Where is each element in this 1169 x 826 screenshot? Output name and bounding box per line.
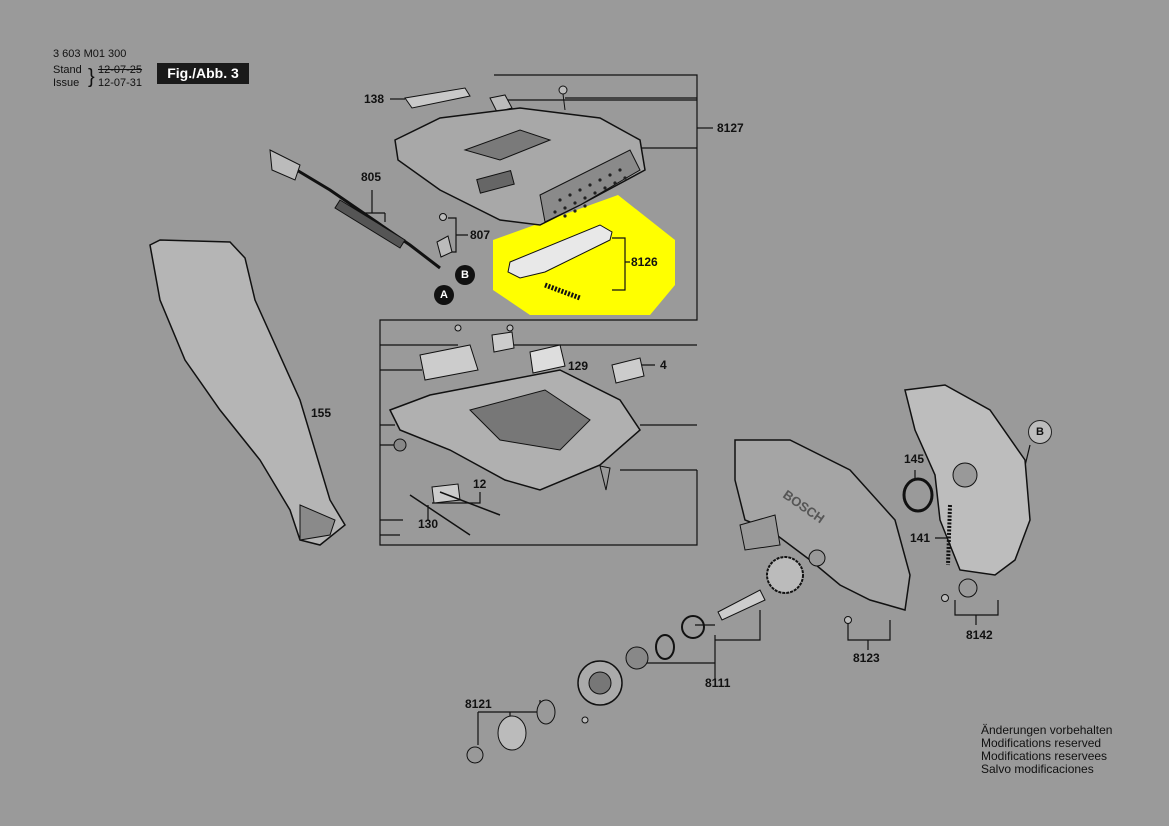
- label-12: 12: [473, 477, 487, 491]
- part-gear: [766, 556, 804, 594]
- callout-b: B: [455, 265, 475, 285]
- label-8126: 8126: [631, 255, 658, 269]
- issue-label: Issue: [53, 77, 80, 89]
- note-en: Modifications reserved: [981, 736, 1102, 750]
- part-motor-housing: [734, 439, 911, 611]
- label-138: 138: [364, 92, 385, 106]
- label-8142: 8142: [966, 628, 993, 642]
- stand-date: 12-07-25: [98, 64, 143, 76]
- label-8121: 8121: [465, 697, 492, 711]
- label-4: 4: [660, 358, 667, 372]
- figure-title: Fig./Abb. 3: [157, 63, 249, 84]
- callout-b-right: B: [1028, 420, 1052, 444]
- leader-lines: [349, 74, 1031, 745]
- label-145: 145: [904, 452, 925, 466]
- part-805-cord: [279, 158, 441, 270]
- issue-date: 12-07-31: [98, 77, 143, 89]
- stand-label: Stand: [53, 64, 82, 76]
- label-155: 155: [311, 406, 332, 420]
- label-8127: 8127: [717, 121, 744, 135]
- part-8126-spring: [544, 282, 581, 301]
- label-130: 130: [418, 517, 439, 531]
- part-155-guard: [149, 239, 346, 546]
- modifications-note: Änderungen vorbehalten Modifications res…: [981, 724, 1112, 776]
- label-129: 129: [568, 359, 589, 373]
- label-141: 141: [910, 531, 931, 545]
- note-de: Änderungen vorbehalten: [981, 723, 1113, 737]
- part-138-cover: [404, 87, 471, 109]
- label-805: 805: [361, 170, 382, 184]
- part-8126-slider: [507, 224, 613, 279]
- part-number: 3 603 M01 300: [53, 48, 127, 60]
- note-es: Salvo modificaciones: [981, 762, 1094, 776]
- note-fr: Modifications reservees: [981, 749, 1108, 763]
- label-8123: 8123: [853, 651, 880, 665]
- callout-a: A: [434, 285, 454, 305]
- label-8111: 8111: [705, 676, 731, 690]
- brace: }: [88, 66, 95, 88]
- screw-top: [558, 85, 568, 111]
- label-807: 807: [470, 228, 491, 242]
